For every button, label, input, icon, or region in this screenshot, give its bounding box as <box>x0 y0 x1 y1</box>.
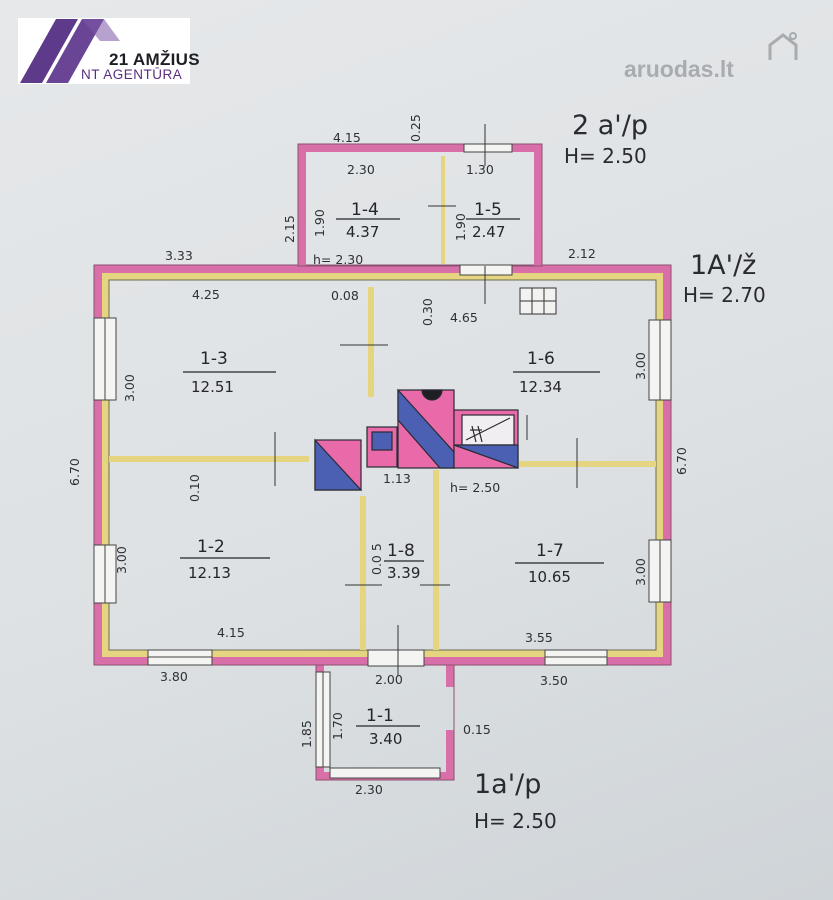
main-label: 1A'/ž <box>690 250 756 281</box>
dim-415-bottom: 4.15 <box>217 625 245 640</box>
annotations: h= 2.30 h= 2.50 2 a'/p H= 2.50 1A'/ž H= … <box>313 110 766 833</box>
logo-mark-icon <box>20 19 120 83</box>
room-area: 12.51 <box>191 378 234 396</box>
room-area: 10.65 <box>528 568 571 586</box>
dim-300-left-b: 3.00 <box>114 546 129 574</box>
dim-190-a: 1.90 <box>312 209 327 237</box>
room-area: 12.34 <box>519 378 562 396</box>
dim-415-top: 4.15 <box>333 130 361 145</box>
room-number: 1-4 <box>351 200 379 220</box>
dim-200: 2.00 <box>375 672 403 687</box>
door-top-opening <box>459 264 513 276</box>
dim-300-left-a: 3.00 <box>122 374 137 402</box>
room-area: 12.13 <box>188 564 231 582</box>
door-bottom-opening <box>367 649 425 667</box>
dim-212: 2.12 <box>568 246 596 261</box>
room-1-1: 1-1 3.40 <box>356 706 420 748</box>
h-mid: h= 2.50 <box>450 480 500 495</box>
annex-bottom-label: 1a'/p <box>474 769 541 800</box>
dim-0-0-5: 0.0 5 <box>369 543 384 575</box>
window-bottom-annex-front <box>329 767 441 779</box>
stairs <box>519 287 557 315</box>
room-1-2: 1-2 12.13 <box>180 537 270 582</box>
dim-355: 3.55 <box>525 630 553 645</box>
dim-350: 3.50 <box>540 673 568 688</box>
window-top-annex <box>463 143 513 153</box>
room-1-7: 1-7 10.65 <box>515 541 604 586</box>
dim-030: 0.30 <box>420 298 435 326</box>
room-number: 1-2 <box>197 537 225 557</box>
dim-113: 1.13 <box>383 471 411 486</box>
room-number: 1-1 <box>366 706 394 726</box>
house-icon <box>768 32 798 60</box>
annex-top-label: 2 a'/p <box>572 110 648 141</box>
dim-300-right-b: 3.00 <box>633 558 648 586</box>
dim-190-b: 1.90 <box>453 213 468 241</box>
room-number: 1-8 <box>387 541 415 561</box>
dim-380: 3.80 <box>160 669 188 684</box>
dim-010: 0.10 <box>187 474 202 502</box>
room-area: 3.39 <box>387 564 420 582</box>
main-height: H= 2.70 <box>683 283 766 307</box>
room-area: 3.40 <box>369 730 402 748</box>
room-number: 1-5 <box>474 200 502 220</box>
dim-670-right: 6.70 <box>674 447 689 475</box>
dim-015: 0.15 <box>463 722 491 737</box>
room-number: 1-6 <box>527 349 555 369</box>
annex-bottom-height: H= 2.50 <box>474 809 557 833</box>
dim-130: 1.30 <box>466 162 494 177</box>
dim-230-bottom: 2.30 <box>355 782 383 797</box>
dim-215: 2.15 <box>282 215 297 243</box>
stoves <box>314 388 519 491</box>
dim-300-right-a: 3.00 <box>633 352 648 380</box>
room-area: 4.37 <box>346 223 379 241</box>
room-number: 1-3 <box>200 349 228 369</box>
room-1-8: 1-8 3.39 <box>384 541 424 582</box>
dim-333: 3.33 <box>165 248 193 263</box>
dim-185: 1.85 <box>299 720 314 748</box>
dim-170: 1.70 <box>330 712 345 740</box>
marker-ticks <box>274 124 578 676</box>
logo-title: 21 AMŽIUS <box>109 50 200 69</box>
room-1-5: 1-5 2.47 <box>466 200 520 241</box>
dim-465: 4.65 <box>450 310 478 325</box>
dim-025: 0.25 <box>408 114 423 142</box>
dim-230-top: 2.30 <box>347 162 375 177</box>
room-1-4: 1-4 4.37 <box>336 200 400 241</box>
dim-425: 4.25 <box>192 287 220 302</box>
dim-008: 0.08 <box>331 288 359 303</box>
room-labels: 1-1 3.40 1-2 12.13 1-3 12.51 1-4 4.37 1-… <box>180 200 604 748</box>
h-top: h= 2.30 <box>313 252 363 267</box>
room-area: 2.47 <box>472 223 505 241</box>
logo-subtitle: NT AGENTŪRA <box>81 67 183 82</box>
room-1-6: 1-6 12.34 <box>513 349 600 396</box>
dim-670-left: 6.70 <box>67 458 82 486</box>
room-1-3: 1-3 12.51 <box>183 349 276 396</box>
dimension-labels: 4.15 0.25 2.30 1.30 2.15 1.90 1.90 3.33 … <box>67 114 689 797</box>
agency-logo: 21 AMŽIUS NT AGENTŪRA <box>18 18 200 84</box>
annex-top-height: H= 2.50 <box>564 144 647 168</box>
watermark-text: aruodas.lt <box>624 56 734 82</box>
room-number: 1-7 <box>536 541 564 561</box>
